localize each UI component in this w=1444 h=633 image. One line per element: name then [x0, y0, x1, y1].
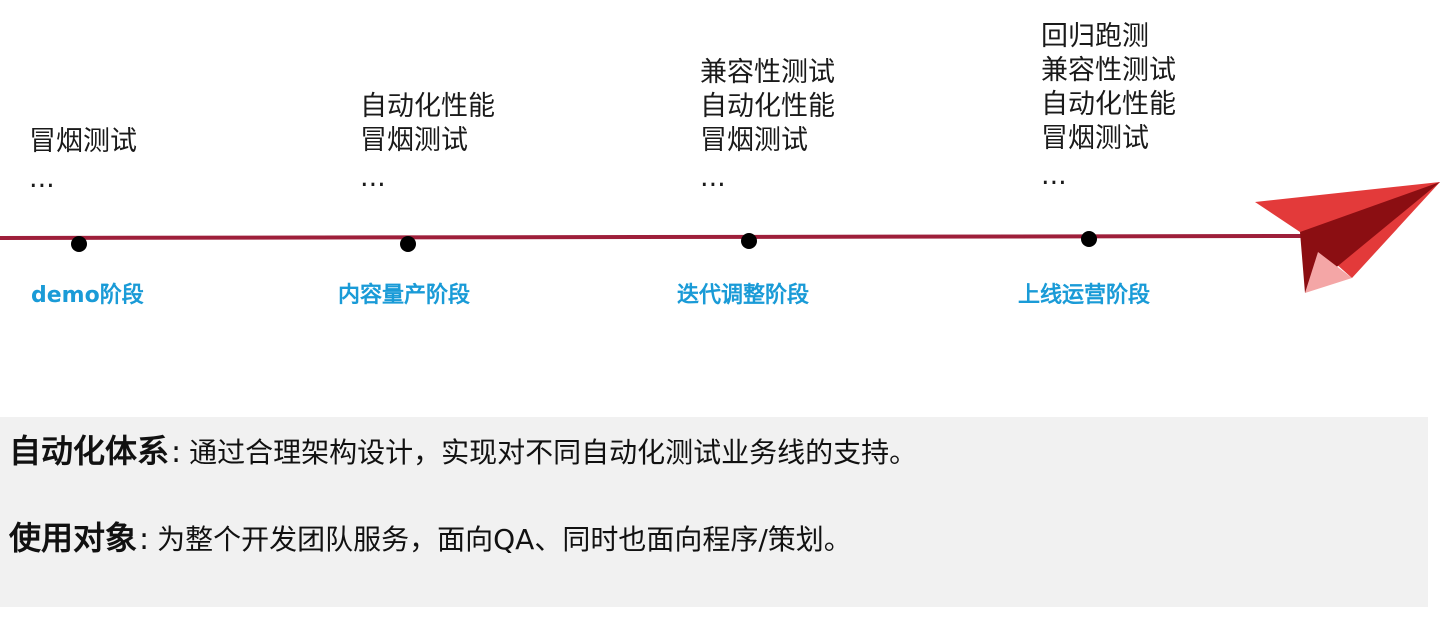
info-row-target-users: 使用对象:为整个开发团队服务，面向QA、同时也面向程序/策划。	[9, 518, 852, 560]
stage-test-list: 回归跑测 兼容性测试 自动化性能 冒烟测试 ...	[1041, 20, 1176, 196]
timeline-line	[0, 234, 1311, 240]
stage-label: demo阶段	[31, 283, 144, 308]
info-description: 为整个开发团队服务，面向QA、同时也面向程序/策划。	[157, 523, 852, 556]
stage-test-list: 自动化性能 冒烟测试 ...	[360, 90, 495, 198]
stage-label: 内容量产阶段	[338, 283, 471, 308]
stage-test-item: 回归跑测	[1041, 21, 1149, 52]
stage-test-item: 兼容性测试	[700, 57, 835, 88]
stage-label: 迭代调整阶段	[677, 283, 810, 308]
stage-marker-dot	[741, 233, 757, 249]
stage-marker-dot	[400, 236, 416, 252]
info-colon: :	[171, 435, 182, 470]
info-description: 通过合理架构设计，实现对不同自动化测试业务线的支持。	[189, 436, 918, 469]
info-term: 自动化体系	[9, 432, 170, 470]
stage-test-ellipsis: ...	[29, 163, 55, 194]
info-row-automation-system: 自动化体系:通过合理架构设计，实现对不同自动化测试业务线的支持。	[9, 431, 917, 473]
stage-test-ellipsis: ...	[1041, 160, 1067, 191]
stage-test-item: 自动化性能	[1041, 89, 1176, 120]
paper-plane-icon	[1255, 182, 1440, 293]
info-term: 使用对象	[9, 519, 138, 557]
stage-test-item: 自动化性能	[700, 91, 835, 122]
stage-test-item: 冒烟测试	[360, 125, 468, 156]
stage-marker-dot	[1081, 231, 1097, 247]
stage-marker-dot	[71, 236, 87, 252]
stage-test-item: 自动化性能	[360, 91, 495, 122]
stage-test-item: 冒烟测试	[700, 125, 808, 156]
timeline-graphic	[0, 182, 1440, 293]
stage-test-list: 冒烟测试 ...	[29, 125, 137, 199]
stage-test-ellipsis: ...	[360, 162, 386, 193]
stage-test-item: 兼容性测试	[1041, 55, 1176, 86]
stage-test-ellipsis: ...	[700, 162, 726, 193]
info-colon: :	[139, 522, 150, 557]
stage-label: 上线运营阶段	[1018, 283, 1151, 308]
stage-test-item: 冒烟测试	[29, 126, 137, 157]
stage-test-list: 兼容性测试 自动化性能 冒烟测试 ...	[700, 56, 835, 198]
info-panel: 自动化体系:通过合理架构设计，实现对不同自动化测试业务线的支持。 使用对象:为整…	[0, 417, 1428, 607]
stage-test-item: 冒烟测试	[1041, 123, 1149, 154]
